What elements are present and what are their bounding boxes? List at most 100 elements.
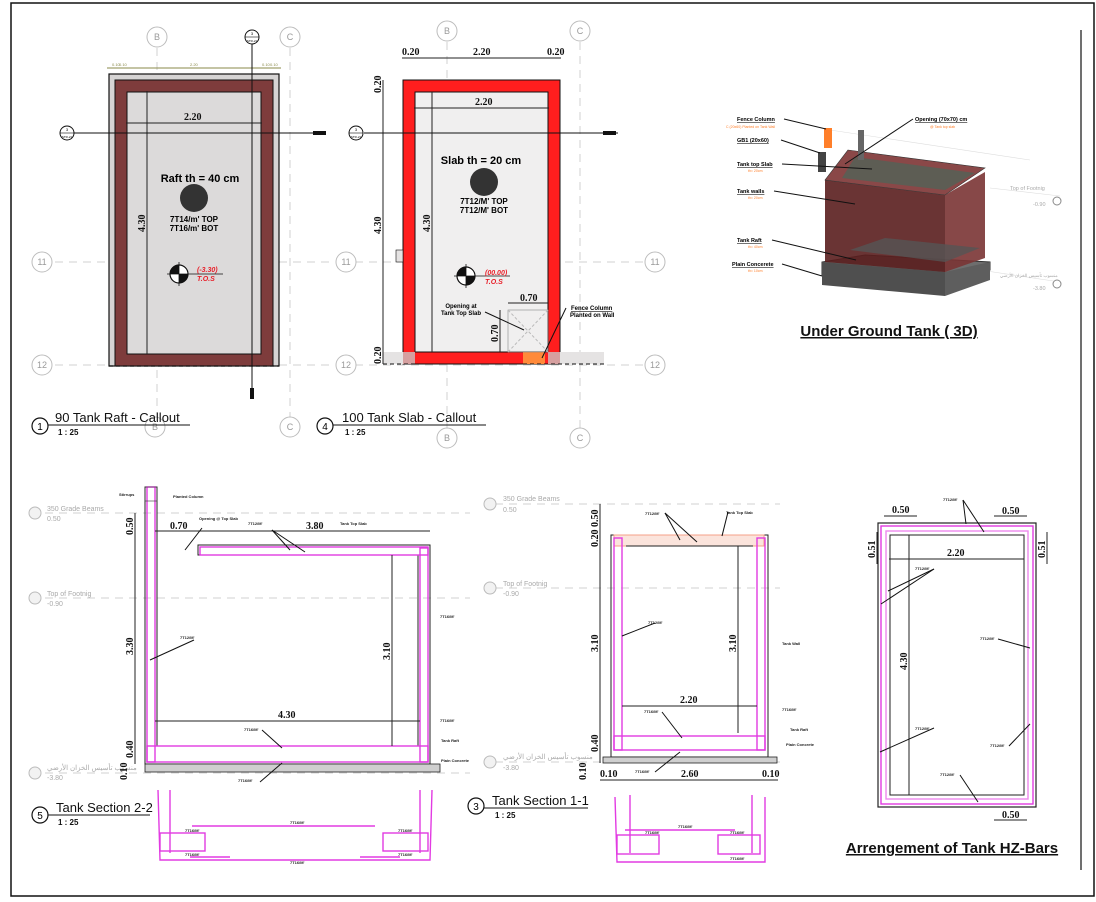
section-22-number: 5 (37, 811, 43, 822)
label-11-slab: Tank Top Slab (726, 510, 753, 515)
hz-rebar-outer (880, 525, 1034, 805)
raft-view-scale: 1 : 25 (58, 428, 79, 437)
dim-22-width: 4.30 (278, 710, 296, 721)
label-3d-gb1: GB1 (20x60) (737, 138, 769, 144)
dim-chain-4: 0.10 (262, 62, 271, 67)
dim-inner-height: 4.30 (137, 215, 148, 233)
label-22-raft: Tank Raft (441, 738, 460, 743)
level-11-raft: منسوب تأسيس الخزان الأرضي (503, 750, 593, 761)
grid-bubble-c (279, 26, 301, 48)
dim-22-raft: 0.40 (125, 741, 136, 759)
slab-thickness-label: Slab th = 20 cm (441, 155, 522, 167)
level-3d-footing: Top of Footnig (1010, 186, 1045, 192)
dim-11-right-off: 0.10 (762, 769, 780, 780)
slab-rebar (199, 546, 429, 556)
tank-top-slab-3d (842, 157, 975, 190)
slab-dim-wall-bot: 0.20 (373, 347, 384, 365)
hz-rebar-inner (885, 530, 1029, 800)
label-3d-slab-sub: th= 20cm (748, 169, 763, 173)
section-ref-sheet-2: STR-21 (351, 135, 362, 139)
slab-interior (414, 91, 549, 353)
level-3d-footing-val: -0.90 (1033, 202, 1046, 208)
section-22-scale: 1 : 25 (58, 818, 79, 827)
raft-thickness-label: Raft th = 40 cm (161, 173, 240, 185)
hz-dim-side-right: 0.51 (1037, 541, 1048, 559)
opening-height: 0.70 (490, 325, 501, 343)
level-3d-raft: منسوب تأسيس الخزان الأرضي (1000, 271, 1058, 279)
label-11-raft: Tank Raft (790, 727, 809, 732)
hz-label-left-top: 7T12/M' (915, 566, 930, 571)
grid-label-c-bottom: C (287, 422, 294, 432)
level-22-beams-val: 0.50 (47, 516, 61, 523)
bar-22-1: 7T16/M' (290, 820, 305, 825)
label-22-planted: Planted Column (173, 494, 204, 499)
hz-label-left-bot: 7T12/M' (915, 726, 930, 731)
level-11-footing: Top of Footnig (503, 581, 547, 588)
level-22-footing-val: -0.90 (47, 601, 63, 608)
sheet-border (10, 2, 1095, 897)
opening-box (507, 309, 549, 353)
slab-callout: B C 11 12 11 12 B C 0.20 2.20 0.20 2.20 (316, 20, 666, 449)
hz-label-top: 7T12/M' (943, 497, 958, 502)
label-3d-fence-sub: C (20x60) Planted on Tank Wall (726, 125, 775, 129)
level-marker-icon (167, 262, 223, 286)
section-ref-num: 3 (66, 127, 69, 132)
hz-label-bottom: 7T12/M' (940, 772, 955, 777)
hz-outer (877, 522, 1037, 808)
label-3d-fence: Fence Column (737, 117, 776, 123)
dim-11-slab: 0.20 (590, 530, 601, 548)
bar-22-2: 7T16/M' (185, 828, 200, 833)
dim-22-pc: 0.10 (119, 763, 130, 781)
slab-view-title: 100 Tank Slab - Callout (342, 410, 477, 425)
section-11-scale: 1 : 25 (495, 811, 516, 820)
dim-22-height: 3.30 (125, 638, 136, 656)
level-11-beams: 350 Grade Beams (503, 496, 560, 503)
hz-inner (889, 534, 1025, 796)
hz-dim-side-left: 0.51 (867, 541, 878, 559)
tank-3d-view: Fence Column C (20x60) Planted on Tank W… (726, 117, 1062, 340)
grid-label-c: C (287, 32, 294, 42)
bar-11-1: 7T16/M' (678, 824, 693, 829)
section-11-number: 3 (473, 802, 479, 813)
label-22-raft-top: 7T16/M' (244, 727, 259, 732)
label-11-raft-bot: 7T16/M' (635, 769, 650, 774)
hz-label-right-bot: 7T12/M' (990, 743, 1005, 748)
grid-label-12-2: 12 (341, 360, 351, 370)
raft-view-title: 90 Tank Raft - Callout (55, 410, 180, 425)
grid-label-b-bottom: B (152, 422, 158, 432)
hz-bars-arrangement: 0.50 0.50 0.51 0.51 2.20 4.30 0.50 7T12/… (846, 497, 1058, 857)
grid-bubble-b (146, 26, 168, 48)
label-22-wall-bar-r: 7T16/M' (440, 614, 455, 619)
raft-view-number: 1 (37, 422, 43, 433)
dim-11-width: 2.60 (681, 769, 699, 780)
level-3d-icon-2 (1052, 279, 1062, 289)
label-22-stirrups: Stirrups (119, 492, 135, 497)
level-22-raft: منسوب تأسيس الخزان الأرضي (47, 761, 137, 772)
opening-label-2: Tank Top Slab (441, 311, 481, 317)
slab-level-tag: T.O.S (485, 279, 503, 286)
bar-11-2: 7T16/M' (645, 830, 660, 835)
bar-11-3: 7T16/M' (730, 830, 745, 835)
dim-11-pc: 0.10 (578, 763, 589, 781)
label-22-raft-bot: 7T16/M' (238, 778, 253, 783)
section-11-title: Tank Section 1-1 (492, 793, 589, 808)
raft-rebar (146, 745, 429, 763)
bar-22-6: 7T16/M' (290, 860, 305, 865)
dim-22-opening: 0.70 (170, 521, 188, 532)
label-3d-raft-sub: th= 40cm (748, 245, 763, 249)
grid-label-b-2: B (444, 26, 450, 36)
grid-label-c-2: C (577, 26, 584, 36)
raft-rebar-bot: 7T16/m' BOT (170, 224, 219, 233)
dim-22-slab: 3.80 (306, 521, 324, 532)
hz-dim-top-left: 0.50 (892, 505, 910, 516)
dim-chain-3: 2.20 (190, 62, 199, 67)
opening-label-1: Opening at (445, 304, 476, 310)
hz-dim-top-right: 0.50 (1002, 506, 1020, 517)
raft-level-value: (-3.30) (197, 267, 218, 274)
level-3d-raft-val: -3.80 (1033, 286, 1046, 292)
label-3d-opening: Opening (70x70) cm (915, 117, 967, 123)
slab-view-scale: 1 : 25 (345, 428, 366, 437)
label-11-slab-bar: 7T12/M' (645, 511, 660, 516)
slab-dim-inner-width: 2.20 (475, 97, 493, 108)
